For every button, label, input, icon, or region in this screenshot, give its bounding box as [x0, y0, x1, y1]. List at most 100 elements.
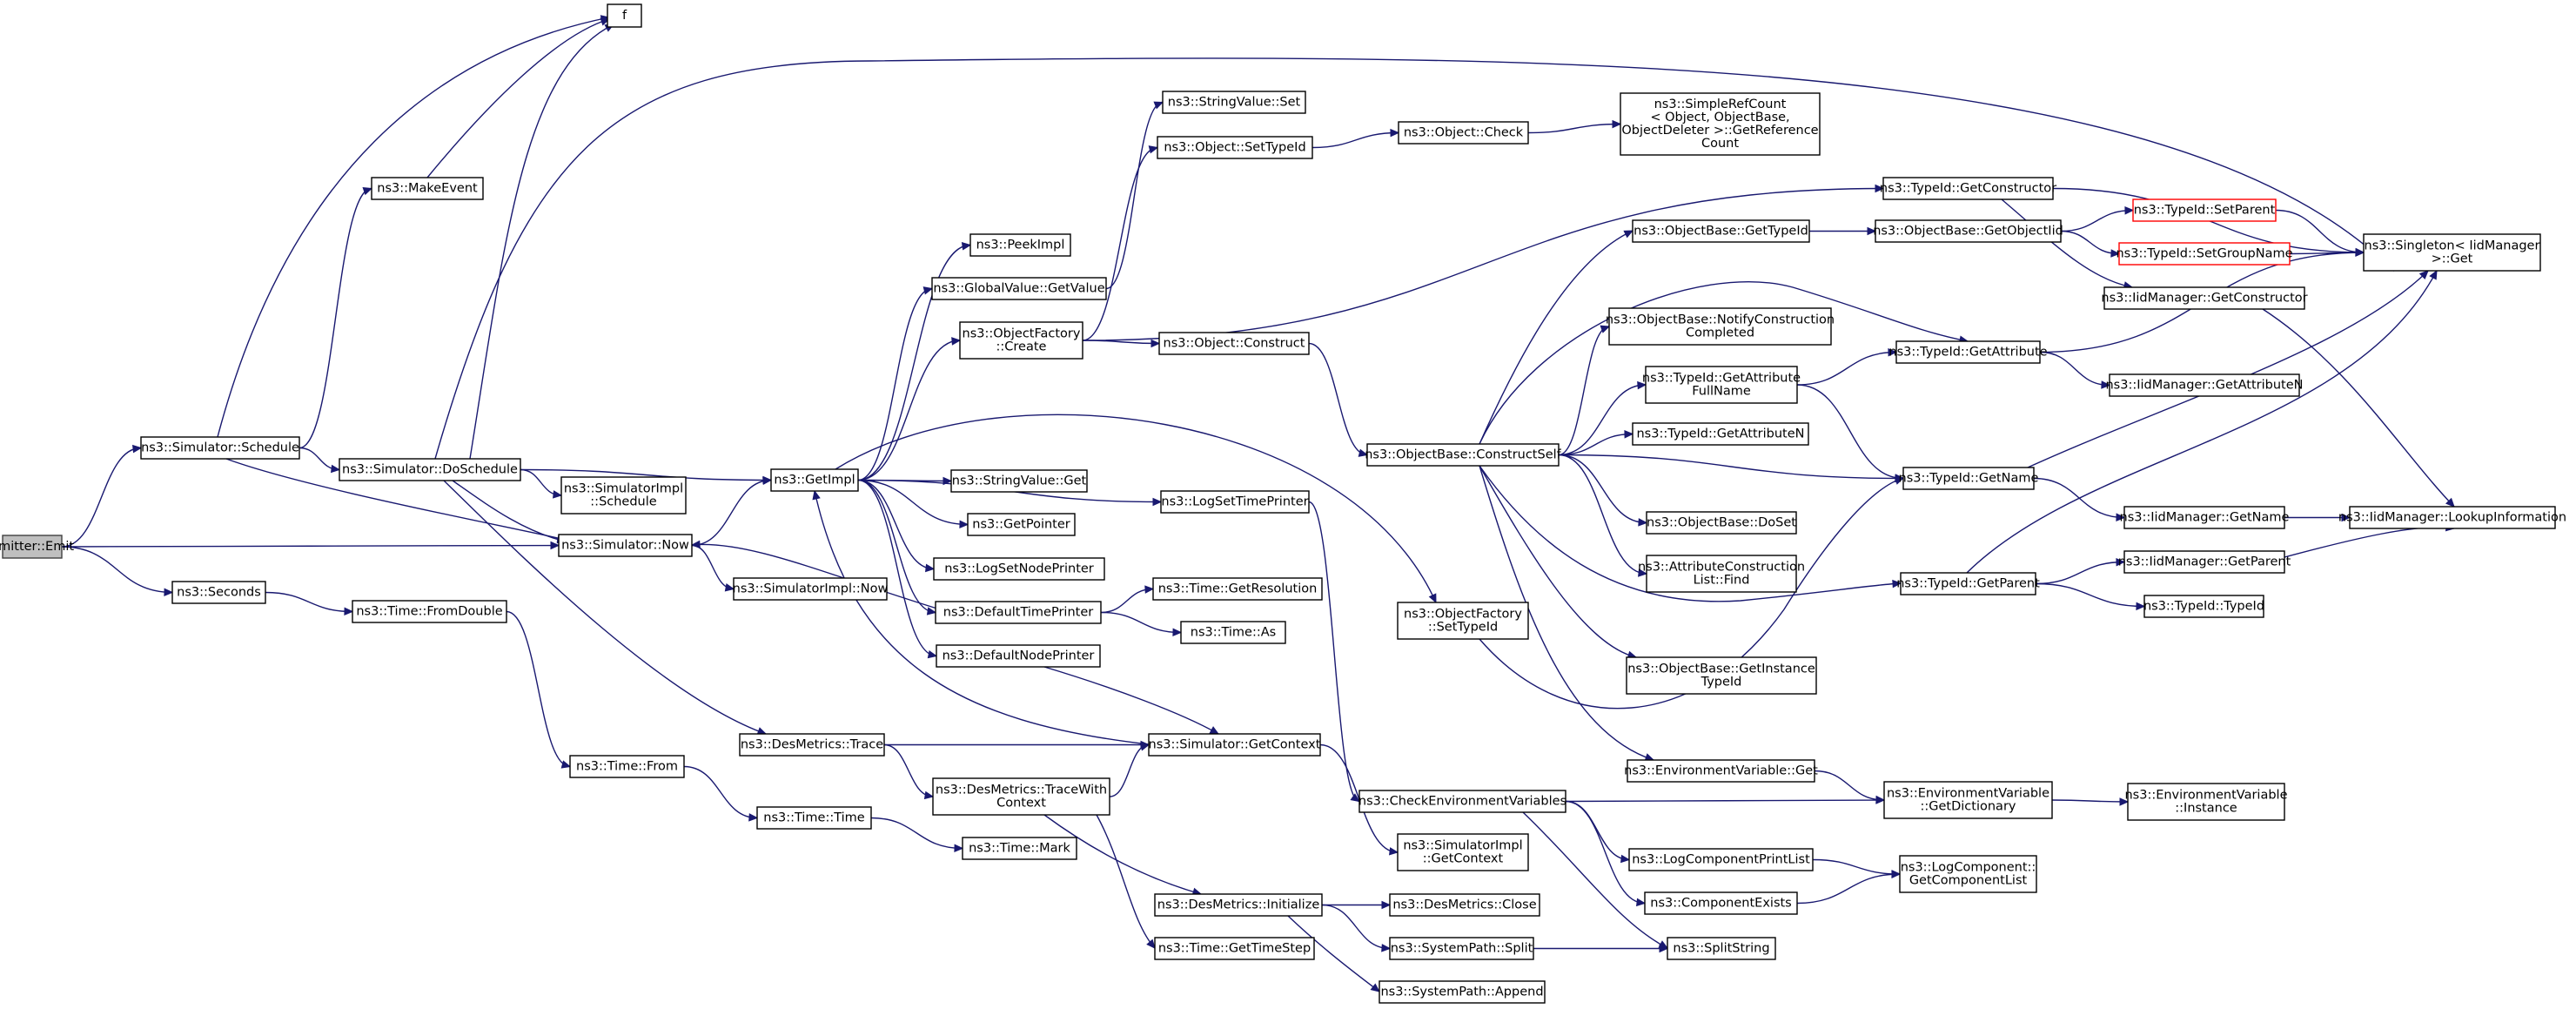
edge-dosched-to-simimplsched: [520, 468, 563, 499]
node-ns3-simulatorimpl-getcontext[interactable]: ns3::SimulatorImpl::GetContext: [1397, 833, 1529, 871]
edge-arrowhead: [2110, 249, 2121, 258]
node-ns3-time-as[interactable]: ns3::Time::As: [1180, 621, 1286, 644]
node-box: [1152, 577, 1323, 601]
node-ns3-seconds[interactable]: ns3::Seconds: [171, 581, 266, 604]
edge-getimpl-to-getpointer: [857, 479, 969, 529]
node-ns3-time-gettimestep[interactable]: ns3::Time::GetTimeStep: [1154, 937, 1315, 960]
node-ns3-getpointer[interactable]: ns3::GetPointer: [967, 513, 1076, 536]
node-label: ns3::GetPointer: [972, 518, 1070, 532]
node-box: [733, 577, 888, 601]
edge-line: [299, 187, 372, 449]
edge-line: [691, 543, 941, 610]
node-label: ns3::SystemPath::Split: [1391, 942, 1533, 956]
node-ns3-time-fromdouble[interactable]: ns3::Time::FromDouble: [352, 600, 507, 623]
node-ns3-getimpl[interactable]: ns3::GetImpl: [770, 468, 859, 492]
edge-arrowhead: [553, 490, 563, 499]
node-ns3-systempath-append[interactable]: ns3::SystemPath::Append: [1379, 980, 1546, 1004]
edge-arrowhead: [1600, 325, 1611, 333]
node-ns3-iidmanager-getconstructor[interactable]: ns3::IidManager::GetConstructor: [2101, 286, 2308, 310]
node-ns3-time-time[interactable]: ns3::Time::Time: [756, 806, 872, 830]
node-label: ns3::CheckEnvironmentVariables: [1358, 795, 1566, 809]
node-ns3-typeid-getconstructor[interactable]: ns3::TypeId::GetConstructor: [1880, 177, 2056, 200]
node-ns3-environmentvariable-instance[interactable]: ns3::EnvironmentVariable::Instance: [2124, 783, 2288, 821]
node-ns3-globalvalue-getvalue[interactable]: ns3::GlobalValue::GetValue: [931, 277, 1107, 300]
node-ns3-environmentvariable-get[interactable]: ns3::EnvironmentVariable::Get: [1624, 759, 1818, 783]
node-ns3-typeid-getname[interactable]: ns3::TypeId::GetName: [1899, 467, 2039, 490]
node-ns3-logsettimeprinter[interactable]: ns3::LogSetTimePrinter: [1160, 490, 1310, 514]
node-ns3-object-check[interactable]: ns3::Object::Check: [1398, 121, 1529, 145]
node-label: ns3::MakeEvent: [377, 182, 478, 196]
node-ns3-objectbase-notifyconstruction-completed[interactable]: ns3::ObjectBase::NotifyConstructionCompl…: [1606, 307, 1835, 346]
node-ns3-objectbase-constructself[interactable]: ns3::ObjectBase::ConstructSelf: [1365, 443, 1562, 467]
node-label: ObjectDeleter >::GetReference: [1621, 124, 1818, 138]
node-ns3-splitstring[interactable]: ns3::SplitString: [1667, 937, 1776, 960]
node-ns3-objectbase-doset[interactable]: ns3::ObjectBase::DoSet: [1646, 511, 1797, 535]
node-ns3-checkenvironmentvariables[interactable]: ns3::CheckEnvironmentVariables: [1358, 790, 1566, 813]
node-f[interactable]: f: [607, 3, 642, 28]
node-label: ns3::SimulatorImpl: [1403, 839, 1522, 853]
node-ns3-objectbase-getobjectiid[interactable]: ns3::ObjectBase::GetObjectIid: [1873, 219, 2063, 243]
node-ns3-desmetrics-trace[interactable]: ns3::DesMetrics::Trace: [739, 733, 885, 757]
edge-dosched-to-now: [452, 480, 567, 544]
edge-tgetattribute-to-iidgetattrn: [2039, 351, 2111, 389]
edge-ofcreate-to-objsettypeid: [1082, 145, 1159, 341]
node-ns3-simulator-schedule[interactable]: ns3::Simulator::Schedule: [140, 436, 300, 460]
node-ns3-environmentvariable-getdictionary[interactable]: ns3::EnvironmentVariable::GetDictionary: [1883, 781, 2053, 819]
node-ns3-iidmanager-getname[interactable]: ns3::IidManager::GetName: [2120, 506, 2290, 529]
node-label: ns3::TypeId::SetParent: [2134, 204, 2276, 218]
node-ns3-peekimpl[interactable]: ns3::PeekImpl: [969, 233, 1071, 257]
node-label: ns3::DefaultNodePrinter: [943, 649, 1095, 663]
edge-line: [1814, 770, 1885, 801]
node-label: ns3::Simulator::Now: [561, 539, 689, 553]
node-ns3-typeid-getattribute[interactable]: ns3::TypeId::GetAttribute: [1888, 340, 2048, 364]
node-ns3-typeid-getattributen[interactable]: ns3::TypeId::GetAttributeN: [1632, 422, 1809, 446]
node-ns3-objectfactory-settypeid[interactable]: ns3::ObjectFactory::SetTypeId: [1397, 602, 1529, 640]
edge-arrowhead: [1209, 726, 1220, 735]
node-ns3-defaultnodeprinter[interactable]: ns3::DefaultNodePrinter: [936, 644, 1101, 668]
node-ns3-objectfactory-create[interactable]: ns3::ObjectFactory::Create: [959, 321, 1083, 360]
node-ns3-makeevent[interactable]: ns3::MakeEvent: [371, 177, 484, 200]
edge-checkenv-to-envgetdict: [1565, 796, 1886, 804]
node-ns3-logsetnodeprinter[interactable]: ns3::LogSetNodePrinter: [933, 557, 1105, 581]
node-ns3-iidmanager-lookupinformation[interactable]: ns3::IidManager::LookupInformation: [2338, 506, 2566, 529]
node-ns3-typeid-setgroupname[interactable]: ns3::TypeId::SetGroupName: [2116, 242, 2293, 266]
node-ns3-singleton-iidmanager-get[interactable]: ns3::Singleton< IidManager>::Get: [2363, 233, 2541, 272]
node-ns3-simulator-doschedule[interactable]: ns3::Simulator::DoSchedule: [339, 458, 521, 481]
node-ns3-simplerefcount-object-objectbase-objectdeleter-getreference-count[interactable]: ns3::SimpleRefCount< Object, ObjectBase,…: [1620, 92, 1821, 156]
node-ns3-desmetrics-initialize[interactable]: ns3::DesMetrics::Initialize: [1154, 893, 1323, 917]
node-ns3-desmetrics-close[interactable]: ns3::DesMetrics::Close: [1389, 893, 1540, 917]
node-ns3-iidmanager-getparent[interactable]: ns3::IidManager::GetParent: [2118, 550, 2291, 574]
node-ns3-iidmanager-getattributen[interactable]: ns3::IidManager::GetAttributeN: [2105, 373, 2304, 397]
node-ns3-simulator-now[interactable]: ns3::Simulator::Now: [558, 534, 693, 557]
node-ns3-logcomponentprintlist[interactable]: ns3::LogComponentPrintList: [1628, 848, 1814, 871]
node-ns3-object-settypeid[interactable]: ns3::Object::SetTypeId: [1157, 136, 1313, 159]
node-ns3-time-mark[interactable]: ns3::Time::Mark: [962, 837, 1077, 860]
node-ns3-simulator-getcontext[interactable]: ns3::Simulator::GetContext: [1148, 733, 1321, 757]
node-ns3-typeid-getparent[interactable]: ns3::TypeId::GetParent: [1896, 572, 2040, 595]
node-box: [2363, 233, 2541, 272]
node-emitter-emit[interactable]: Emitter::Emit: [0, 535, 74, 559]
node-label: ns3::PeekImpl: [976, 239, 1065, 252]
node-ns3-stringvalue-set[interactable]: ns3::StringValue::Set: [1162, 91, 1306, 114]
node-ns3-typeid-setparent[interactable]: ns3::TypeId::SetParent: [2132, 198, 2277, 222]
node-ns3-objectbase-gettypeid[interactable]: ns3::ObjectBase::GetTypeId: [1632, 219, 1810, 243]
node-ns3-stringvalue-get[interactable]: ns3::StringValue::Get: [950, 469, 1088, 493]
node-ns3-object-construct[interactable]: ns3::Object::Construct: [1158, 332, 1310, 355]
edge-arrowhead: [1638, 518, 1648, 527]
node-ns3-time-getresolution[interactable]: ns3::Time::GetResolution: [1152, 577, 1323, 601]
node-ns3-simulatorimpl-now[interactable]: ns3::SimulatorImpl::Now: [733, 577, 889, 601]
node-ns3-logcomponent-getcomponentlist[interactable]: ns3::LogComponent::GetComponentList: [1899, 855, 2037, 893]
node-label: ns3::DesMetrics::Close: [1392, 898, 1536, 912]
edge-line: [1558, 454, 1647, 575]
node-ns3-simulatorimpl-schedule[interactable]: ns3::SimulatorImpl::Schedule: [560, 476, 687, 515]
node-ns3-componentexists[interactable]: ns3::ComponentExists: [1644, 891, 1798, 915]
node-ns3-time-from[interactable]: ns3::Time::From: [569, 755, 685, 778]
node-ns3-typeid-typeid[interactable]: ns3::TypeId::TypeId: [2143, 595, 2264, 618]
node-ns3-systempath-split[interactable]: ns3::SystemPath::Split: [1389, 937, 1534, 960]
edge-arrowhead: [724, 583, 735, 592]
node-ns3-defaulttimeprinter[interactable]: ns3::DefaultTimePrinter: [935, 601, 1102, 624]
